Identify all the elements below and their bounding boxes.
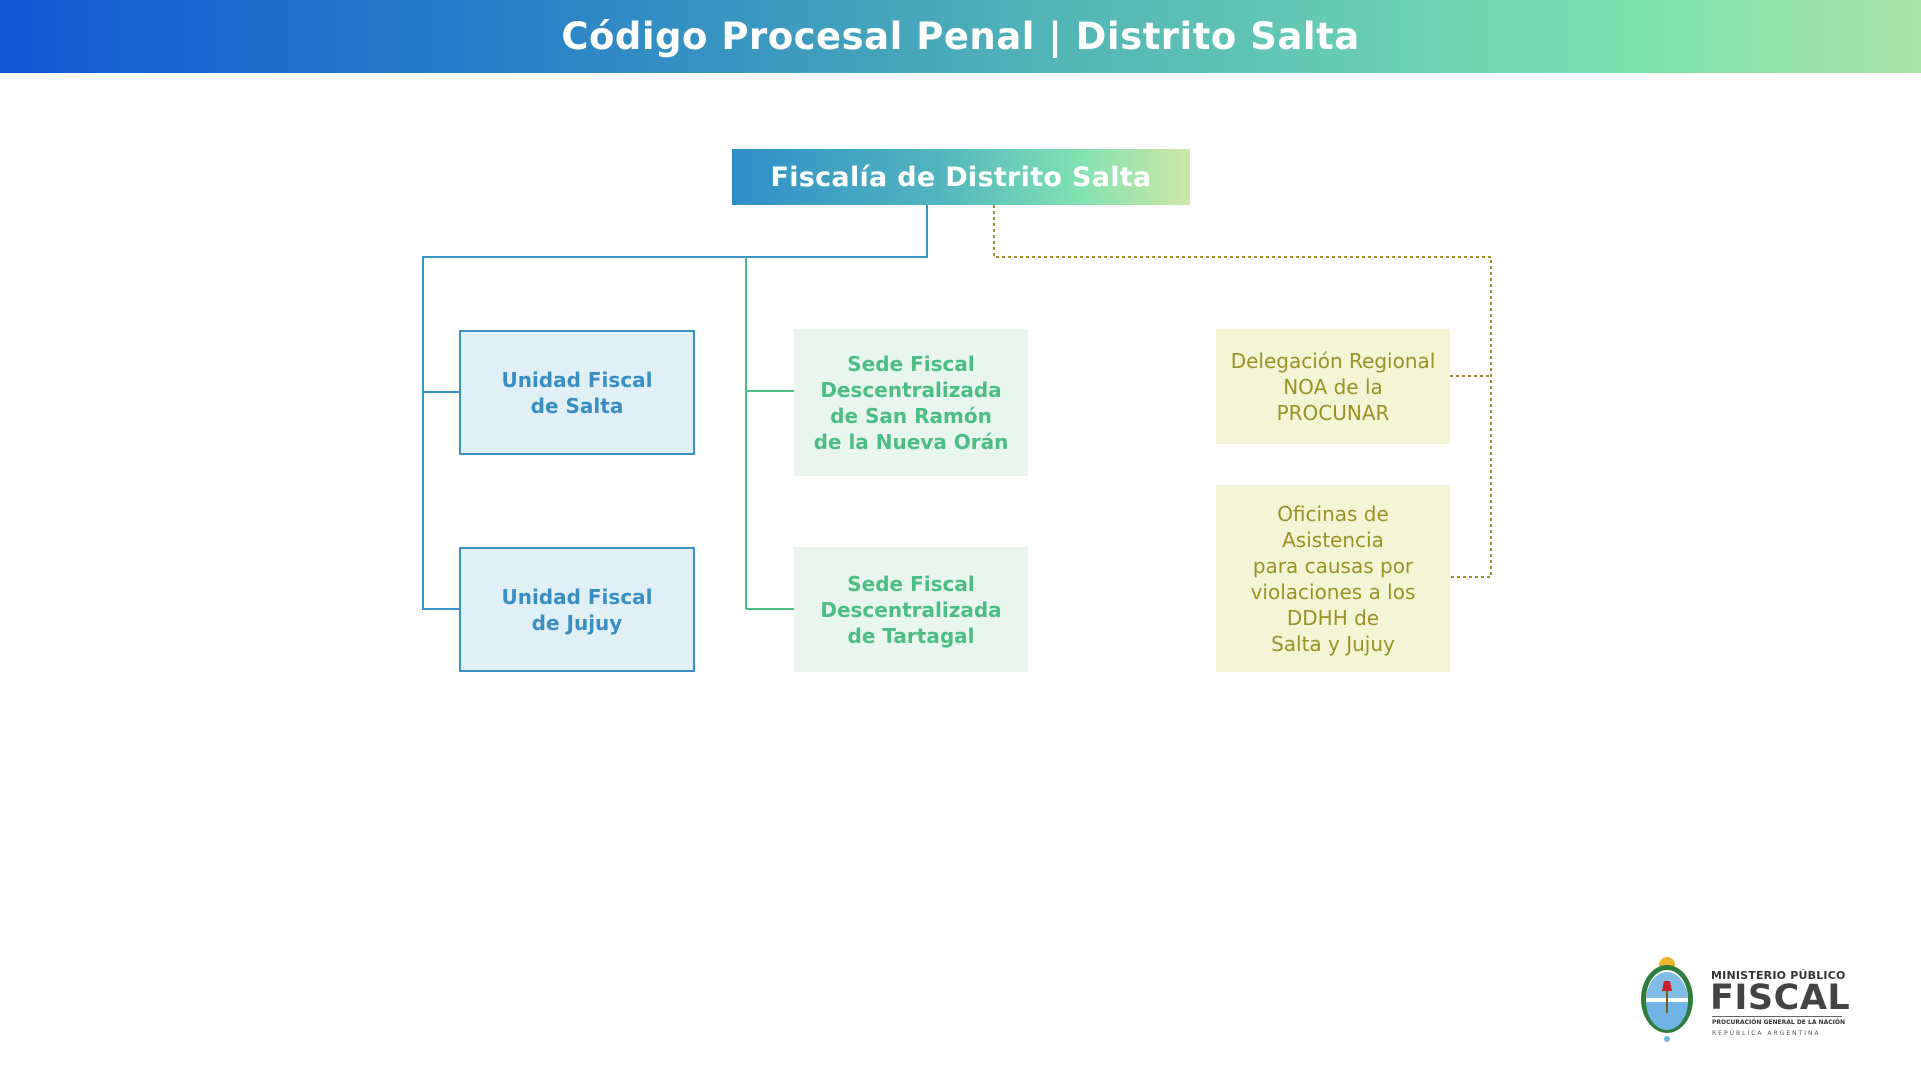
node-label: Unidad Fiscal de Jujuy [501,584,653,635]
logo-line1: MINISTERIO PÚBLICO [1711,969,1846,982]
node-label: Unidad Fiscal de Salta [501,367,653,418]
delegacion-procunar-node: Delegación Regional NOA de la PROCUNAR [1216,329,1450,444]
header-bar: Código Procesal Penal | Distrito Salta [0,0,1921,73]
node-label: Delegación Regional NOA de la PROCUNAR [1230,348,1436,425]
page-title: Código Procesal Penal | Distrito Salta [561,15,1360,58]
unidad-fiscal-jujuy-node: Unidad Fiscal de Jujuy [459,547,695,672]
oficinas-ddhh-node: Oficinas de Asistencia para causas por v… [1216,485,1450,672]
logo-line4: REPÚBLICA ARGENTINA [1712,1030,1821,1037]
logo-divider [1712,1016,1842,1017]
node-label: Oficinas de Asistencia para causas por v… [1250,501,1416,656]
node-label: Sede Fiscal Descentralizada de Tartagal [820,571,1002,648]
root-node: Fiscalía de Distrito Salta [732,149,1190,205]
ministerio-seal-icon [1641,957,1693,1042]
sede-tartagal-node: Sede Fiscal Descentralizada de Tartagal [794,547,1028,672]
blue-connectors [422,205,928,610]
unidad-fiscal-salta-node: Unidad Fiscal de Salta [459,330,695,455]
node-label: Sede Fiscal Descentralizada de San Ramón… [813,351,1009,454]
logo-line3: PROCURACIÓN GENERAL DE LA NACIÓN [1712,1019,1845,1026]
root-label: Fiscalía de Distrito Salta [770,161,1152,193]
sede-oran-node: Sede Fiscal Descentralizada de San Ramón… [794,329,1028,476]
logo-line2: FISCAL [1710,978,1851,1018]
green-connectors [745,257,794,610]
olive-dotted-connectors [993,205,1492,578]
